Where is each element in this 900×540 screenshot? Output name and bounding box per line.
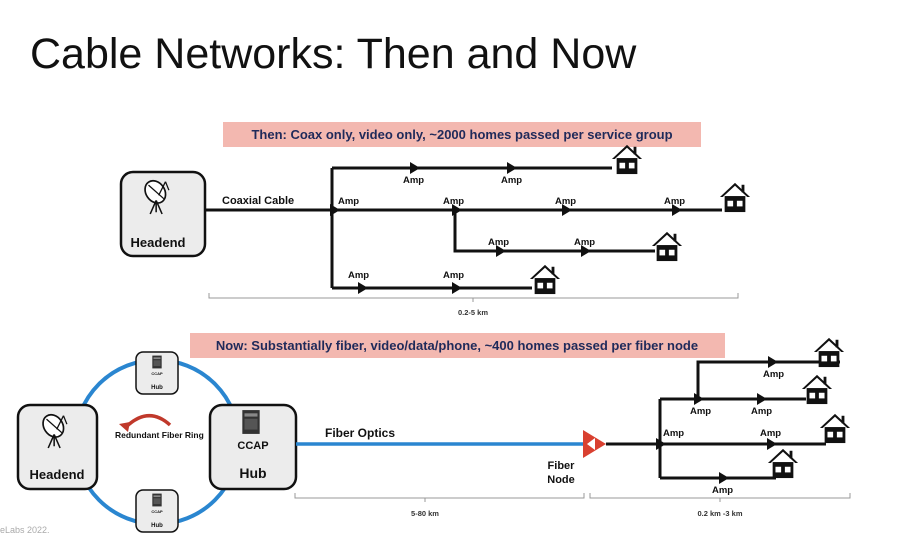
fiber-optics-label: Fiber Optics — [325, 426, 395, 440]
amp-icon — [719, 472, 729, 484]
amp-icon — [330, 204, 340, 216]
hub-label: Hub — [151, 385, 163, 391]
ccap-label: CCAP — [151, 509, 163, 514]
house-icon — [651, 231, 683, 262]
house-icon — [819, 413, 851, 444]
amp-icon — [672, 204, 682, 216]
amp-label: Amp — [712, 485, 733, 496]
amp-label: Amp — [763, 369, 784, 380]
amp-icon — [562, 204, 572, 216]
then-distance-label: 0.2-5 km — [458, 308, 488, 317]
amp-label: Amp — [443, 270, 464, 281]
amp-label: Amp — [443, 196, 464, 207]
ccap-icon — [152, 355, 162, 369]
then-amplifiers — [330, 162, 682, 294]
amp-icon — [507, 162, 517, 174]
now-amplifiers — [656, 356, 778, 484]
amp-label: Amp — [690, 406, 711, 417]
fiber-node-inner-icon — [587, 438, 595, 450]
hub-label: Hub — [239, 465, 266, 481]
ring-arrow-icon — [123, 414, 172, 430]
copyright-text: eLabs 2022. — [0, 525, 50, 535]
amp-icon — [757, 393, 767, 405]
amp-label: Amp — [501, 175, 522, 186]
then-banner — [223, 122, 701, 147]
amp-label: Amp — [555, 196, 576, 207]
house-icon — [611, 144, 643, 175]
ccap-label: CCAP — [151, 371, 163, 376]
amp-icon — [410, 162, 420, 174]
then-distance-bracket — [208, 293, 739, 302]
fiber-node-label: Node — [547, 474, 575, 486]
ccap-icon — [242, 410, 260, 434]
amp-label: Amp — [760, 428, 781, 439]
amp-icon — [496, 245, 506, 257]
amp-label: Amp — [664, 196, 685, 207]
amp-icon — [768, 356, 778, 368]
amp-icon — [581, 245, 591, 257]
amp-icon — [452, 282, 462, 294]
bottom-hub-box: CCAP Hub — [135, 489, 179, 533]
amp-icon — [656, 438, 666, 450]
ccap-label: CCAP — [237, 440, 268, 452]
amp-label: Amp — [574, 237, 595, 248]
house-icon — [767, 448, 799, 479]
house-icon — [801, 374, 833, 405]
amp-label: Amp — [403, 175, 424, 186]
slide-title: Cable Networks: Then and Now — [30, 30, 637, 78]
coax-distance-label: 0.2 km -3 km — [697, 509, 742, 518]
then-banner-text: Then: Coax only, video only, ~2000 homes… — [251, 127, 672, 142]
now-headend-box: Headend — [16, 403, 99, 491]
fiber-distance-label: 5-80 km — [411, 509, 439, 518]
hub-label: Hub — [151, 523, 163, 529]
now-headend-label: Headend — [30, 467, 85, 482]
amp-icon — [694, 393, 704, 405]
amp-icon — [767, 438, 777, 450]
then-headend-label: Headend — [131, 235, 186, 250]
fiber-node-label: Fiber — [548, 460, 576, 472]
fiber-distance-bracket — [294, 493, 585, 502]
now-amp-labels: Amp Amp Amp Amp Amp Amp — [663, 369, 784, 496]
now-banner — [190, 333, 725, 358]
coaxial-cable-label: Coaxial Cable — [222, 195, 294, 207]
ring-arrowhead-icon — [119, 422, 130, 432]
top-hub-box: CCAP Hub — [135, 351, 179, 395]
ring-label: Redundant Fiber Ring — [115, 430, 204, 440]
amp-label: Amp — [751, 406, 772, 417]
amp-label: Amp — [663, 428, 684, 439]
amp-icon — [358, 282, 368, 294]
now-banner-text: Now: Substantially fiber, video/data/pho… — [216, 338, 698, 353]
then-amp-labels: Amp Amp Amp Amp Amp Amp Amp Amp Amp Amp — [338, 175, 685, 281]
main-hub-box: CCAP Hub — [208, 403, 298, 491]
now-coax-lines — [606, 360, 840, 480]
amp-icon — [452, 204, 462, 216]
house-icon — [719, 182, 751, 213]
house-icon — [529, 264, 561, 295]
coax-distance-bracket — [589, 493, 851, 502]
then-headend-box: Headend — [119, 170, 207, 258]
amp-label: Amp — [338, 196, 359, 207]
ccap-icon — [152, 493, 162, 507]
amp-label: Amp — [488, 237, 509, 248]
amp-label: Amp — [348, 270, 369, 281]
